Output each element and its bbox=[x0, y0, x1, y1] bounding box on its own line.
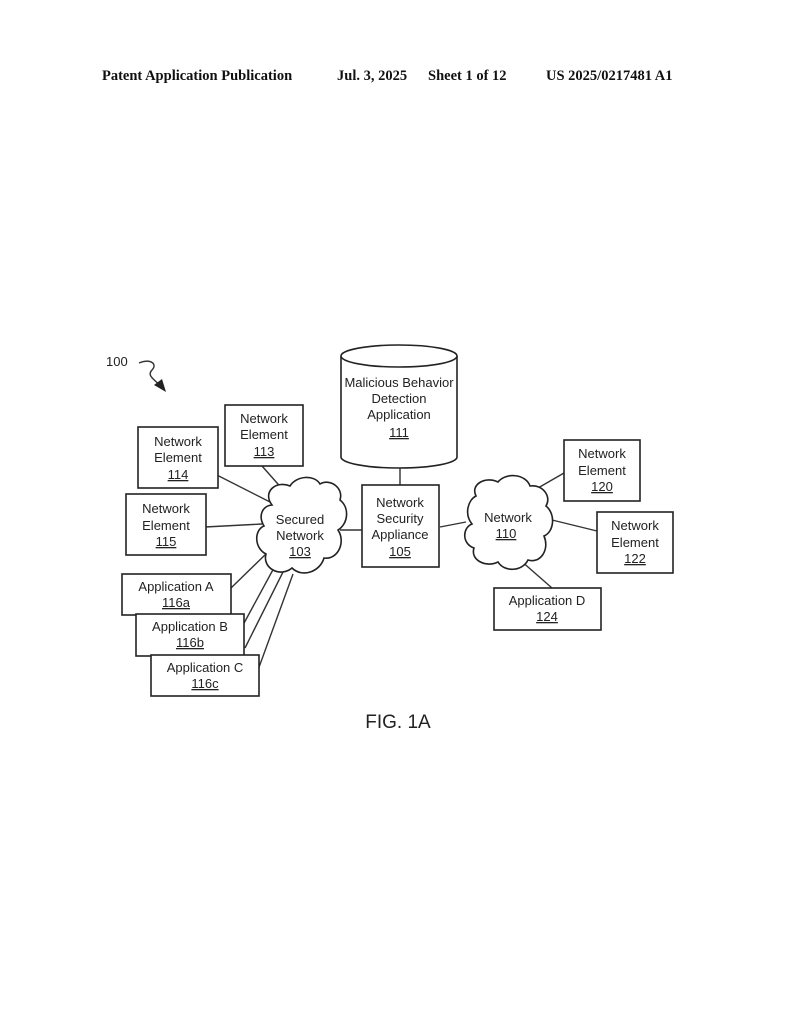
application-d: Application D 124 bbox=[493, 587, 602, 631]
application-c: Application C 116c bbox=[150, 654, 260, 697]
secured-network-cloud: Secured Network 103 bbox=[255, 476, 348, 574]
appC-ref: 116c bbox=[191, 676, 219, 691]
appA-label: Application A bbox=[138, 579, 213, 594]
ne113-ref: 113 bbox=[254, 444, 275, 459]
figure-ref: 100 bbox=[106, 354, 128, 369]
link-nsa-network bbox=[439, 521, 467, 528]
network-element-114: Network Element 114 bbox=[137, 426, 219, 489]
figure-caption: FIG. 1A bbox=[365, 712, 431, 733]
ne122-ref: 122 bbox=[624, 551, 646, 566]
ne114-line-1: Network bbox=[154, 434, 202, 449]
appD-ref: 124 bbox=[536, 609, 558, 624]
secured-line-1: Secured bbox=[276, 512, 324, 527]
ref-arrowhead-icon bbox=[154, 379, 166, 392]
network-element-122: Network Element 122 bbox=[596, 511, 674, 574]
connector-lines bbox=[204, 465, 598, 671]
mbda-line-2: Detection bbox=[372, 391, 427, 406]
appC-label: Application C bbox=[167, 660, 244, 675]
mbda-line-1: Malicious Behavior bbox=[344, 375, 454, 390]
ref-squiggle bbox=[138, 360, 161, 387]
ne122-line-1: Network bbox=[611, 518, 659, 533]
link-network-ne122 bbox=[547, 518, 598, 532]
header-number: US 2025/0217481 A1 bbox=[546, 68, 673, 84]
ne115-ref: 115 bbox=[156, 534, 177, 549]
nsa-line-3: Appliance bbox=[371, 527, 428, 542]
nsa-ref: 105 bbox=[389, 544, 411, 559]
ne114-line-2: Element bbox=[154, 450, 202, 465]
ne114-ref: 114 bbox=[168, 467, 189, 482]
secured-ref: 103 bbox=[289, 544, 311, 559]
mbda-cylinder: Malicious Behavior Detection Application… bbox=[340, 344, 458, 469]
network-cloud-110: Network 110 bbox=[463, 474, 554, 571]
mbda-ref: 111 bbox=[389, 425, 409, 440]
header-sheet: Sheet 1 of 12 bbox=[428, 68, 507, 84]
ne120-line-2: Element bbox=[578, 463, 626, 478]
nsa-line-1: Network bbox=[376, 495, 424, 510]
ne120-ref: 120 bbox=[591, 479, 613, 494]
network-element-120: Network Element 120 bbox=[563, 439, 641, 502]
ne122-line-2: Element bbox=[611, 535, 659, 550]
link-appA-secured bbox=[230, 551, 269, 589]
ne120-line-1: Network bbox=[578, 446, 626, 461]
network-element-113: Network Element 113 bbox=[224, 404, 304, 467]
mbda-line-3: Application bbox=[367, 407, 431, 422]
ne113-line-1: Network bbox=[240, 411, 288, 426]
network110-ref: 110 bbox=[496, 526, 517, 541]
link-appC-secured bbox=[257, 573, 294, 671]
appB-ref: 116b bbox=[176, 635, 204, 650]
link-appB2-secured bbox=[244, 571, 284, 649]
link-ne115-secured bbox=[204, 523, 263, 528]
ne113-line-2: Element bbox=[240, 427, 288, 442]
appA-ref: 116a bbox=[162, 595, 191, 610]
link-network-ne120 bbox=[537, 472, 565, 489]
appD-label: Application D bbox=[509, 593, 586, 608]
header-publication: Patent Application Publication bbox=[102, 68, 293, 84]
application-a: Application A 116a bbox=[121, 573, 232, 616]
application-b: Application B 116b bbox=[135, 613, 245, 657]
header-date: Jul. 3, 2025 bbox=[337, 68, 408, 84]
network110-line-1: Network bbox=[484, 510, 532, 525]
appB-label: Application B bbox=[152, 619, 228, 634]
secured-line-2: Network bbox=[276, 528, 324, 543]
ne115-line-1: Network bbox=[142, 501, 190, 516]
nsa-line-2: Security bbox=[377, 511, 424, 526]
network-element-115: Network Element 115 bbox=[125, 493, 207, 556]
network-security-appliance: Network Security Appliance 105 bbox=[361, 484, 440, 568]
ne115-line-2: Element bbox=[142, 518, 190, 533]
link-appB-secured bbox=[242, 565, 276, 626]
